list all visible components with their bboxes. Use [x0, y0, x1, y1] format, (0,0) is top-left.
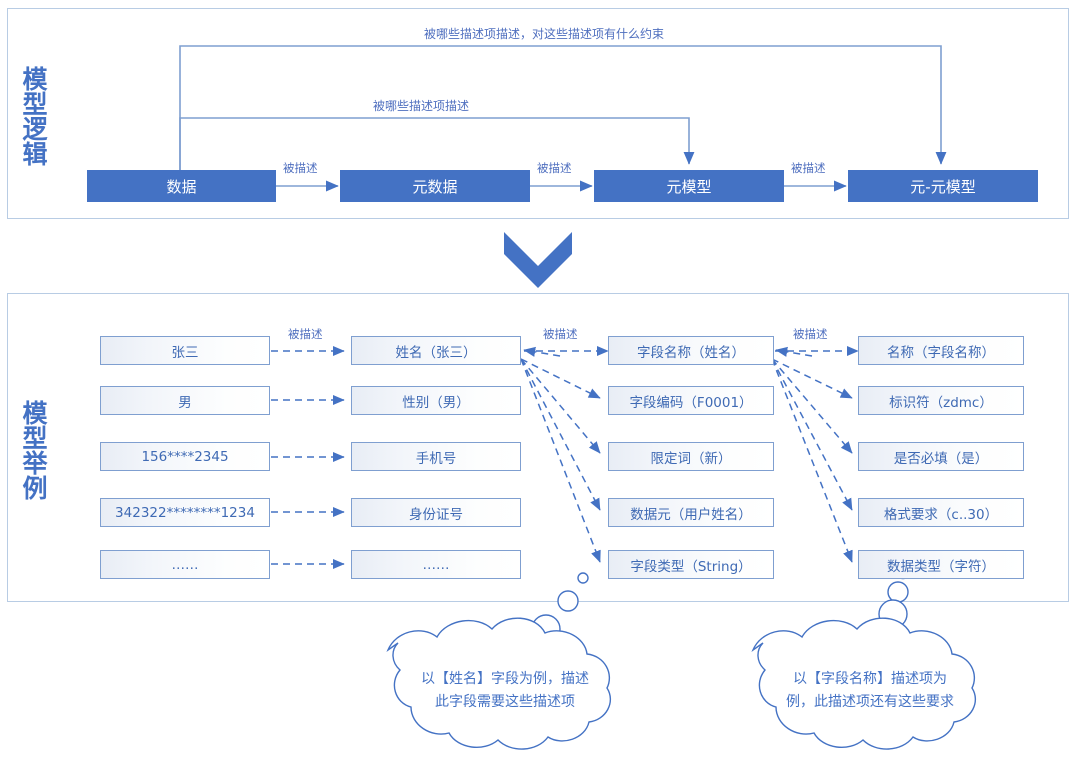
example-col4-item-4[interactable]: 格式要求（c..30）	[858, 498, 1024, 527]
side-label-model-example: 模型举例	[19, 400, 48, 500]
example-col2-item-5[interactable]: ……	[351, 550, 521, 579]
example-col1-item-5[interactable]: ……	[100, 550, 270, 579]
example-col1-item-4[interactable]: 342322********1234	[100, 498, 270, 527]
side-label-model-logic: 模型逻辑	[19, 66, 48, 166]
example-col2-item-4[interactable]: 身份证号	[351, 498, 521, 527]
example-arrow-label-3: 被描述	[793, 327, 828, 341]
cloud-left-line2: 此字段需要这些描述项	[435, 694, 575, 711]
logic-feedback-label-inner: 被哪些描述项描述	[373, 99, 470, 113]
logic-arrow-label-3: 被描述	[791, 161, 826, 175]
down-chevron-arrow	[504, 232, 572, 288]
cloud-right-line2: 例，此描述项还有这些要求	[786, 694, 954, 711]
logic-arrow-label-1: 被描述	[283, 161, 318, 175]
logic-box-data[interactable]: 数据	[87, 170, 276, 202]
logic-box-metadata[interactable]: 元数据	[340, 170, 530, 202]
example-col4-item-3[interactable]: 是否必填（是）	[858, 442, 1024, 471]
logic-feedback-label-outer: 被哪些描述项描述，对这些描述项有什么约束	[424, 27, 665, 41]
example-col4-item-5[interactable]: 数据类型（字符）	[858, 550, 1024, 579]
cloud-left-line1: 以【姓名】字段为例，描述	[421, 671, 589, 687]
example-arrow-label-2: 被描述	[543, 327, 578, 341]
example-col3-item-1[interactable]: 字段名称（姓名）	[608, 336, 774, 365]
example-col2-item-3[interactable]: 手机号	[351, 442, 521, 471]
example-col2-item-2[interactable]: 性别（男）	[351, 386, 521, 415]
example-col1-item-3[interactable]: 156****2345	[100, 442, 270, 471]
example-col3-item-2[interactable]: 字段编码（F0001）	[608, 386, 774, 415]
example-col2-item-1[interactable]: 姓名（张三）	[351, 336, 521, 365]
example-arrow-label-1: 被描述	[288, 327, 323, 341]
example-col4-item-2[interactable]: 标识符（zdmc）	[858, 386, 1024, 415]
example-col3-item-4[interactable]: 数据元（用户姓名）	[608, 498, 774, 527]
cloud-right-line1: 以【字段名称】描述项为	[793, 671, 947, 687]
logic-box-metamodel[interactable]: 元模型	[594, 170, 784, 202]
example-col4-item-1[interactable]: 名称（字段名称）	[858, 336, 1024, 365]
example-col3-item-5[interactable]: 字段类型（String）	[608, 550, 774, 579]
example-col1-item-2[interactable]: 男	[100, 386, 270, 415]
cloud-left-text: 以【姓名】字段为例，描述 此字段需要这些描述项	[370, 668, 640, 714]
example-col3-item-3[interactable]: 限定词（新）	[608, 442, 774, 471]
logic-box-meta-metamodel[interactable]: 元-元模型	[848, 170, 1038, 202]
example-col1-item-1[interactable]: 张三	[100, 336, 270, 365]
cloud-right-text: 以【字段名称】描述项为 例，此描述项还有这些要求	[735, 668, 1005, 714]
logic-arrow-label-2: 被描述	[537, 161, 572, 175]
